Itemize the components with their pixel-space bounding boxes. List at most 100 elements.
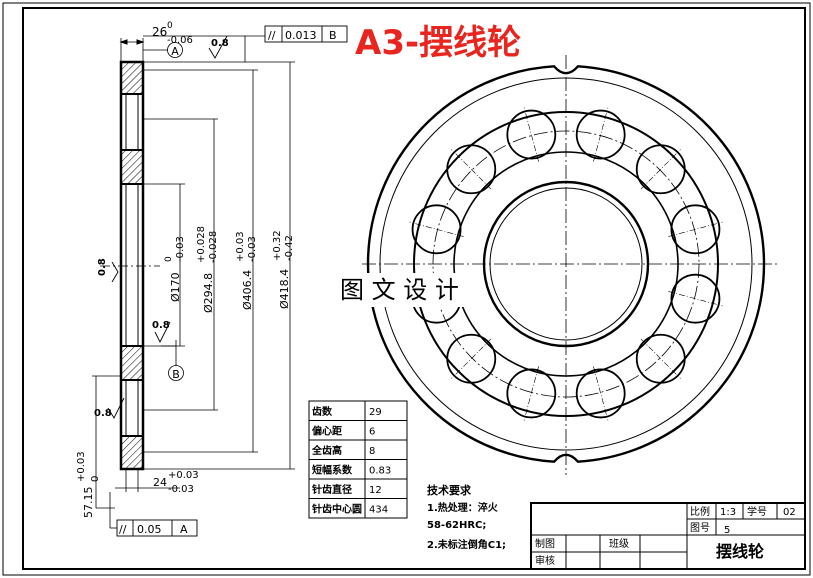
tb-drawn-label: 制图 <box>535 537 555 550</box>
top-tolerance-frame: // 0.013 B <box>264 25 348 43</box>
inner-frame <box>22 7 806 570</box>
datum-b-circle <box>168 365 184 381</box>
dim-d406: Ø406.4 +0.03 -0.03 <box>235 231 258 310</box>
pin-hole-8 <box>446 333 497 384</box>
tb-xuehao-label: 学号 <box>747 505 767 518</box>
pin-hole-1 <box>575 109 626 160</box>
tb-checked-label: 审核 <box>535 554 555 567</box>
pitch-circle-outer <box>379 77 753 451</box>
param-value-2: 8 <box>369 446 375 457</box>
svg-text:-0.42: -0.42 <box>284 235 295 261</box>
top-tol-symbol: // <box>268 29 276 42</box>
param-label-3: 短幅系数 <box>312 464 353 477</box>
roughness-left: 0.8 <box>97 258 108 276</box>
param-value-5: 434 <box>369 505 388 516</box>
roughness-mid: 0.8 <box>152 320 170 331</box>
roughness-low: 0.8 <box>94 408 112 419</box>
dim-d170: Ø170 0 -0.03 <box>164 236 186 302</box>
outer-ring <box>413 111 719 417</box>
pin-hole-axis-12 <box>523 107 539 162</box>
tech-req-item-3: 2.未标注倒角C1; <box>427 538 506 551</box>
thickness-tol-upper: 0 <box>167 21 173 31</box>
param-label-5: 针齿中心圆 <box>312 503 362 516</box>
pin-hole-axis-2 <box>640 149 681 190</box>
param-label-4: 针齿直径 <box>312 483 352 496</box>
top-tol-datum: B <box>329 29 337 42</box>
svg-text:57.15: 57.15 <box>82 487 95 519</box>
pin-hole-7 <box>506 368 557 419</box>
pin-hole-axis-7 <box>523 366 539 421</box>
svg-text:+0.03: +0.03 <box>235 231 246 262</box>
tb-scale-value: 1:3 <box>720 507 736 518</box>
pin-hole-axis-6 <box>593 366 609 421</box>
tb-tuhao-label: 图号 <box>690 522 710 534</box>
params-table: 齿数 29 偏心距 6 全齿高 8 短幅系数 0.83 针齿直径 12 针齿中心圆 434 <box>308 400 408 519</box>
svg-text:-0.03: -0.03 <box>247 236 258 262</box>
pin-hole-6 <box>575 368 626 419</box>
bottom-tol-datum: A <box>180 523 188 536</box>
watermark-text: 图 文 设 计 <box>340 276 459 304</box>
svg-text:-0.03: -0.03 <box>175 236 186 262</box>
param-label-2: 全齿高 <box>311 444 342 457</box>
param-label-0: 齿数 <box>312 405 333 418</box>
tb-part-name: 摆线轮 <box>716 542 764 561</box>
svg-text:Ø418.4: Ø418.4 <box>278 269 291 309</box>
datum-a-label: A <box>171 45 179 58</box>
pin-hole-11 <box>446 144 497 195</box>
pin-center-circle <box>432 130 700 398</box>
param-label-1: 偏心距 <box>312 425 342 438</box>
front-view <box>362 55 780 475</box>
pin-circle-inner-ring <box>453 151 679 377</box>
bottom-tol-symbol: // <box>119 523 127 536</box>
svg-text:Ø406.4: Ø406.4 <box>241 270 254 310</box>
drawing-title: A3-摆线轮 <box>355 23 521 63</box>
tech-req-item-2: 58-62HRC; <box>427 520 486 531</box>
svg-text:Ø170: Ø170 <box>169 272 182 302</box>
pin-hole-axis-3 <box>668 221 723 237</box>
pin-hole-axis-1 <box>593 107 609 162</box>
pin-hole-3 <box>670 204 721 255</box>
param-value-0: 29 <box>369 407 382 418</box>
thickness-dim: 26 <box>152 25 167 39</box>
tb-tuhao-value: 5 <box>724 525 730 536</box>
dim-bottom-width: 24 +0.03 -0.03 <box>153 470 199 495</box>
param-value-4: 12 <box>369 485 382 496</box>
thickness-tol-lower: -0.06 <box>167 35 193 46</box>
svg-text:24: 24 <box>153 476 167 489</box>
title-block <box>530 502 806 570</box>
side-view <box>92 35 295 529</box>
param-value-3: 0.83 <box>369 466 391 477</box>
svg-text:+0.03: +0.03 <box>168 470 199 481</box>
watermark-box <box>333 273 483 307</box>
dim-d418: Ø418.4 +0.32 -0.42 <box>272 230 295 309</box>
pin-hole-4 <box>670 273 721 324</box>
svg-text:Ø294.8: Ø294.8 <box>202 273 215 313</box>
dim-offset: 57.15 +0.03 0 <box>76 451 101 518</box>
datum-a-circle <box>167 42 183 58</box>
tech-req-title: 技术要求 <box>427 483 472 497</box>
pin-hole-axis-4 <box>668 291 723 307</box>
bottom-tolerance-frame: // 0.05 A <box>116 519 198 537</box>
svg-text:+0.028: +0.028 <box>196 226 207 263</box>
svg-text:-0.028: -0.028 <box>208 231 219 263</box>
svg-text:0: 0 <box>164 256 174 262</box>
pin-hole-2 <box>635 144 686 195</box>
dim-d294: Ø294.8 +0.028 -0.028 <box>196 226 219 313</box>
tech-requirements: 技术要求 1.热处理：淬火 58-62HRC; 2.未标注倒角C1; <box>427 483 506 551</box>
tb-class-label: 班级 <box>609 538 629 550</box>
side-body <box>119 60 145 471</box>
param-value-1: 6 <box>369 427 375 438</box>
pin-hole-axis-8 <box>451 338 492 379</box>
pin-hole-axis-10 <box>409 221 464 237</box>
tb-xuehao-value: 02 <box>783 507 796 518</box>
svg-text:-0.03: -0.03 <box>168 484 194 495</box>
top-tol-value: 0.013 <box>285 29 317 42</box>
pin-hole-axis-11 <box>451 149 492 190</box>
pin-hole-5 <box>635 333 686 384</box>
roughness-top: 0.8 <box>211 38 229 49</box>
svg-text:+0.32: +0.32 <box>272 230 283 261</box>
bore-inner <box>489 187 643 341</box>
svg-text:+0.03: +0.03 <box>76 451 87 482</box>
